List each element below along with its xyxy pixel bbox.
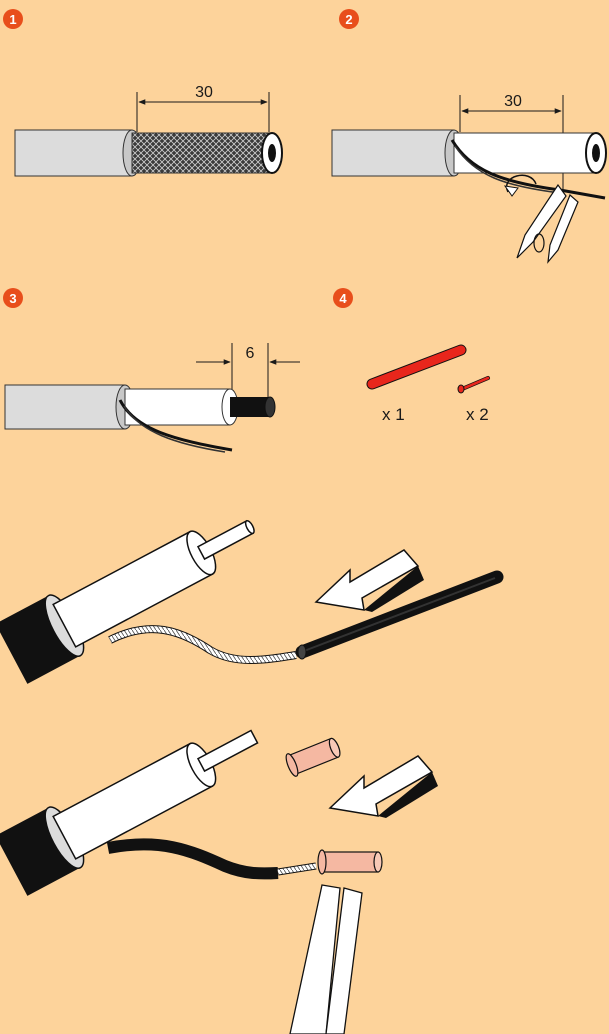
step-2-cable (331, 129, 607, 200)
step-6-illustration (0, 729, 438, 1034)
step-3-cable (4, 384, 276, 453)
coax-cable-end (0, 519, 255, 684)
step-1: 1 30 (3, 9, 283, 177)
heat-shrink-tube-small (457, 376, 490, 394)
ferrule-shield (317, 849, 383, 875)
step-2-badge: 2 (339, 9, 359, 29)
step-4: 4 x 1 x 2 (333, 288, 490, 424)
svg-text:30: 30 (195, 84, 213, 101)
step-3-badge: 3 (3, 288, 23, 308)
svg-text:1: 1 (9, 12, 16, 27)
svg-text:2: 2 (345, 12, 352, 27)
rotate-arrow-icon (503, 174, 537, 197)
svg-text:3: 3 (9, 291, 16, 306)
step-4-badge: 4 (333, 288, 353, 308)
coax-cable-end-2 (0, 729, 259, 896)
step-3: 3 6 (3, 288, 300, 453)
shield-strand-black (106, 838, 279, 880)
direction-arrow-icon (328, 755, 438, 818)
ferrule-center (285, 737, 341, 777)
step-2: 2 30 (331, 9, 607, 264)
step-3-dimension: 6 (196, 343, 300, 398)
cutter-pliers-icon (516, 183, 579, 264)
direction-arrow-icon (314, 549, 424, 612)
svg-text:30: 30 (504, 93, 522, 110)
heat-shrink-tube-large (366, 344, 467, 390)
svg-text:4: 4 (339, 291, 347, 306)
step-1-badge: 1 (3, 9, 23, 29)
crimp-pliers-icon (289, 884, 363, 1034)
step-1-cable (14, 129, 283, 177)
quantity-large-label: x 1 (382, 405, 405, 424)
svg-text:6: 6 (246, 345, 255, 362)
quantity-small-label: x 2 (466, 405, 489, 424)
step-1-dimension: 30 (136, 84, 270, 132)
step-5-illustration (0, 519, 504, 684)
shrink-tube-black (295, 570, 504, 660)
